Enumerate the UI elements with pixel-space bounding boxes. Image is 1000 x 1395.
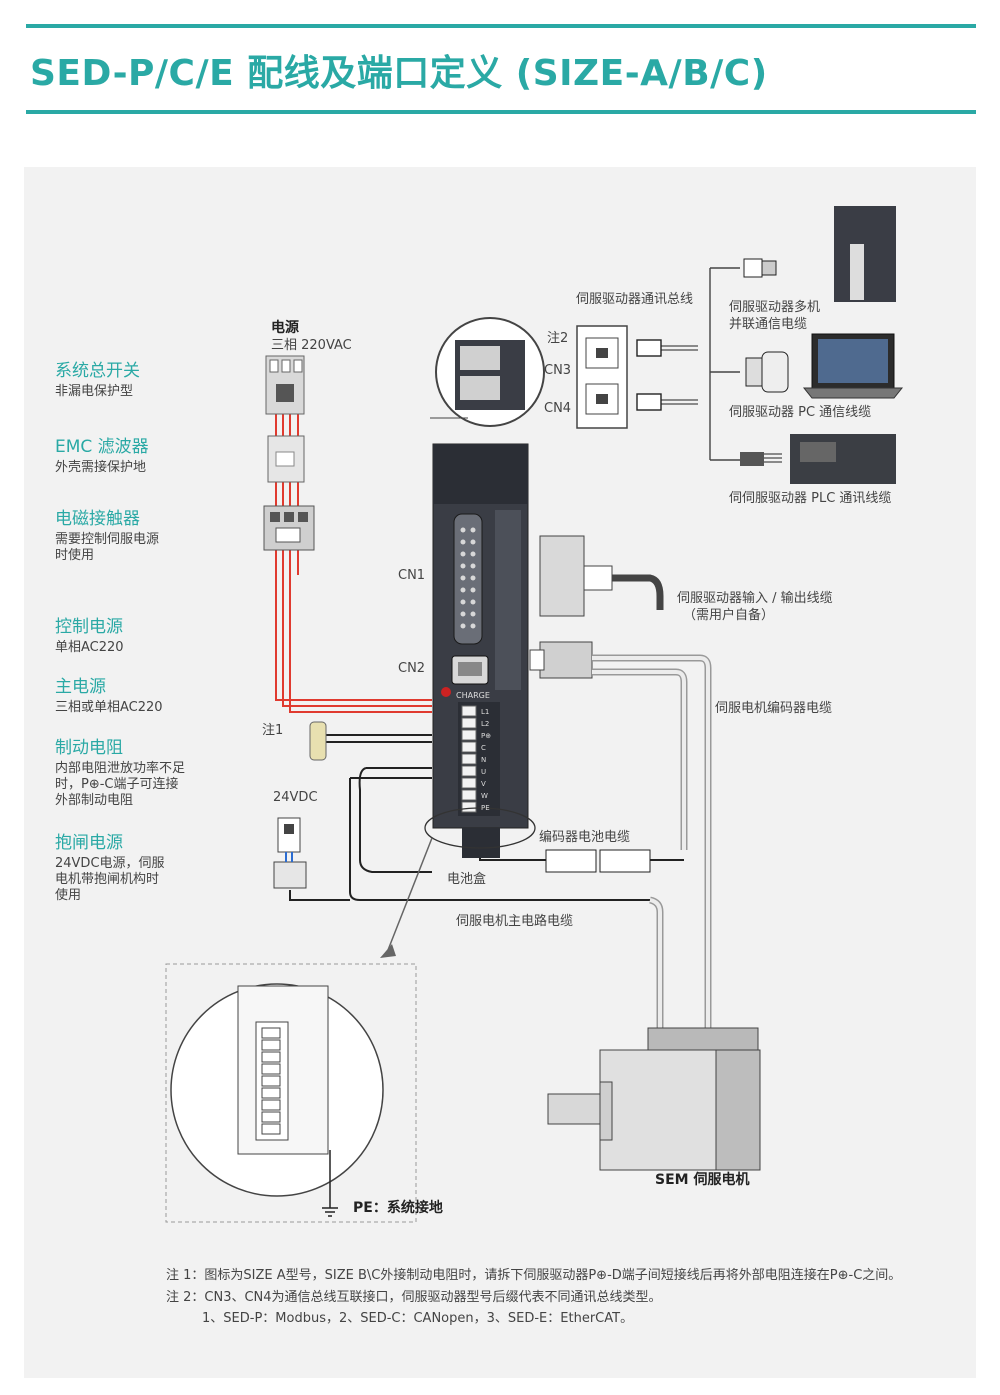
left-item-desc: 外壳需接保护地 xyxy=(55,460,147,475)
left-item-title: 控制电源 xyxy=(55,617,123,637)
plc-cable-icon xyxy=(740,452,782,466)
io-cable-label-2: （需用户自备） xyxy=(683,608,775,623)
battery-box-label: 电池盒 xyxy=(447,872,487,887)
laptop-icon xyxy=(802,333,904,399)
main-switch-icon xyxy=(265,355,305,415)
terminal-label: N xyxy=(481,756,486,764)
terminal-label: W xyxy=(481,792,488,800)
brake-resistor-icon xyxy=(309,721,327,761)
pe-detail xyxy=(165,837,433,1223)
left-item-desc: 内部电阻泄放功率不足时，P⊕-C端子可连接外部制动电阻 xyxy=(55,761,186,808)
terminal-label: C xyxy=(481,744,486,752)
bus-line-label: 伺服驱动器通讯总线 xyxy=(576,292,694,307)
left-item-desc: 非漏电保护型 xyxy=(55,384,134,399)
multi-cable-label: 伺服驱动器多机 xyxy=(729,300,821,315)
io-cable-connector xyxy=(539,535,664,617)
comm-port-detail xyxy=(430,317,698,429)
brake-power-icon xyxy=(273,817,307,889)
power-subtitle: 三相 220VAC xyxy=(271,338,352,353)
header-top-rule xyxy=(26,24,976,28)
control-wires xyxy=(289,734,650,901)
left-item-title: 主电源 xyxy=(55,677,106,697)
footnote-1: 注 1：图标为SIZE A型号，SIZE B\C外接制动电阻时，请拆下伺服驱动器… xyxy=(166,1268,902,1283)
left-item-title: 系统总开关 xyxy=(55,361,140,381)
cn3-label: CN3 xyxy=(544,363,572,378)
left-item-desc: 24VDC电源，伺服电机带抱闸机构时使用 xyxy=(55,856,165,903)
servo-drive xyxy=(424,443,536,858)
battery-cable xyxy=(479,849,684,873)
terminal-label: L2 xyxy=(481,720,489,728)
terminal-label: U xyxy=(481,768,486,776)
charge-label: CHARGE xyxy=(456,691,490,700)
note2-label: 注2 xyxy=(547,331,569,346)
cn4-label: CN4 xyxy=(544,401,572,416)
encoder-cable-label: 伺服电机编码器电缆 xyxy=(715,701,833,716)
left-item-title: 制动电阻 xyxy=(55,738,123,758)
terminal-label: L1 xyxy=(481,708,489,716)
pc-cable-label: 伺服驱动器 PC 通信线缆 xyxy=(729,405,872,420)
terminal-label: V xyxy=(481,780,486,788)
servo-motor xyxy=(547,1027,761,1171)
power-title: 电源 xyxy=(271,320,299,336)
terminal-label: P⊕ xyxy=(481,732,491,740)
left-item-title: 电磁接触器 xyxy=(55,509,140,529)
emc-filter-icon xyxy=(267,435,305,483)
multi-drive-photo xyxy=(834,206,896,302)
left-item-title: 抱闸电源 xyxy=(55,833,123,853)
battery-cable-label: 编码器电池电缆 xyxy=(539,830,631,845)
main-cable-label: 伺服电机主电路电缆 xyxy=(456,914,574,929)
plc-photo xyxy=(790,434,896,484)
io-cable-label: 伺服驱动器输入 / 输出线缆 xyxy=(677,591,833,606)
left-item-desc: 三相或单相AC220 xyxy=(55,700,163,715)
multi-cable-label-2: 并联通信电缆 xyxy=(729,317,808,332)
cn1-label: CN1 xyxy=(398,568,426,583)
page-title: SED-P/C/E 配线及端口定义 (SIZE-A/B/C) xyxy=(30,53,768,94)
pe-label: PE：系统接地 xyxy=(353,1200,443,1216)
v24-label: 24VDC xyxy=(273,790,318,805)
plc-cable-label: 伺伺服驱动器 PLC 通讯线缆 xyxy=(729,491,892,506)
encoder-cable xyxy=(529,641,712,1040)
note1-label: 注1 xyxy=(262,723,284,738)
terminal-label: PE xyxy=(481,804,490,812)
left-item-desc: 单相AC220 xyxy=(55,640,124,655)
motor-label: SEM 伺服电机 xyxy=(655,1172,750,1188)
main-power-cable xyxy=(649,896,664,1040)
left-item-desc: 需要控制伺服电源时使用 xyxy=(55,532,160,563)
footnote-2: 注 2：CN3、CN4为通信总线互联接口，伺服驱动器型号后缀代表不同通讯总线类型… xyxy=(166,1290,662,1305)
db9-connector-icon xyxy=(745,351,789,393)
left-item-title: EMC 滤波器 xyxy=(55,437,149,457)
rj45-connector-icon xyxy=(743,258,777,278)
contactor-icon xyxy=(263,505,315,551)
header-bottom-rule xyxy=(26,110,976,114)
cn2-label: CN2 xyxy=(398,661,426,676)
bus-bracket xyxy=(709,267,740,461)
footnote-3: 1、SED-P：Modbus，2、SED-C：CANopen，3、SED-E：E… xyxy=(202,1311,634,1326)
